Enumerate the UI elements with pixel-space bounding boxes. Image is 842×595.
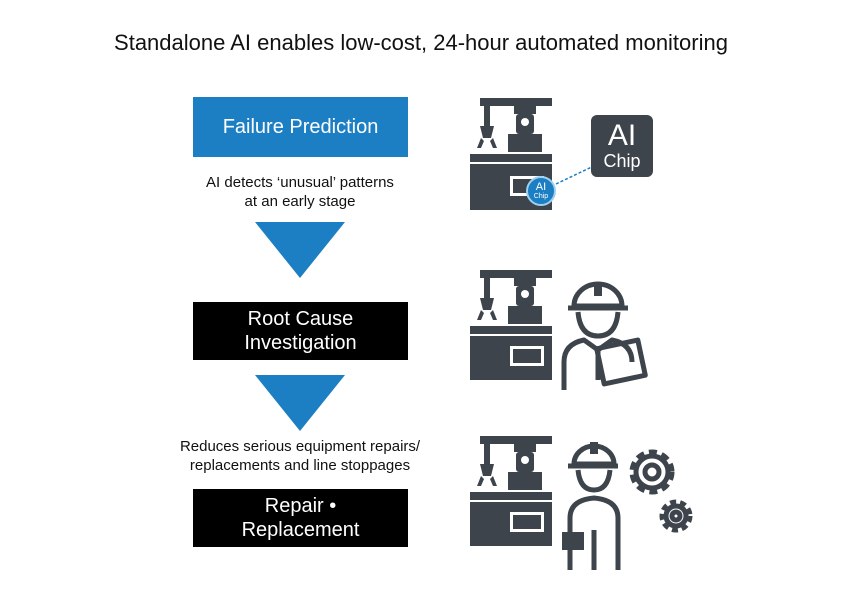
ai-chip-icon: AI Chip: [591, 115, 653, 177]
step-repair-line2: Replacement: [241, 519, 360, 541]
worker-clipboard-icon: [561, 281, 648, 390]
step-repair-replacement: Repair • Replacement: [193, 489, 408, 547]
mini-chip-big: AI: [535, 181, 547, 193]
repair-note-line1: Reduces serious equipment repairs/: [179, 438, 421, 455]
prediction-note: AI detects ‘unusual’ patterns at an earl…: [150, 173, 450, 211]
machine-icon-2: [470, 270, 552, 380]
step-failure-prediction-label: Failure Prediction: [222, 116, 379, 138]
down-arrow-1: [255, 222, 345, 278]
gears-icon: [629, 449, 693, 533]
prediction-note-line1: AI detects ‘unusual’ patterns: [206, 174, 394, 191]
repair-note: Reduces serious equipment repairs/ repla…: [150, 437, 450, 475]
mini-chip-small: Chip: [533, 193, 549, 200]
chip-label-small: Chip: [603, 151, 641, 171]
down-arrow-2: [255, 375, 345, 431]
mini-ai-chip-icon: AI Chip: [526, 176, 556, 206]
step-failure-prediction: Failure Prediction: [193, 97, 408, 157]
step-root-cause-line1: Root Cause: [247, 308, 354, 330]
worker-toolbox-icon: [562, 442, 621, 570]
chip-label-big: AI: [607, 119, 637, 152]
step-root-cause-line2: Investigation: [244, 332, 357, 354]
chip-link-line: [555, 163, 599, 185]
step-root-cause: Root Cause Investigation: [193, 302, 408, 360]
repair-note-line2: replacements and line stoppages: [189, 457, 411, 474]
machine-icon-3: [470, 436, 552, 546]
step-repair-line1: Repair •: [264, 495, 337, 517]
diagram-title: Standalone AI enables low-cost, 24-hour …: [114, 30, 728, 55]
prediction-note-line2: at an early stage: [244, 193, 356, 210]
